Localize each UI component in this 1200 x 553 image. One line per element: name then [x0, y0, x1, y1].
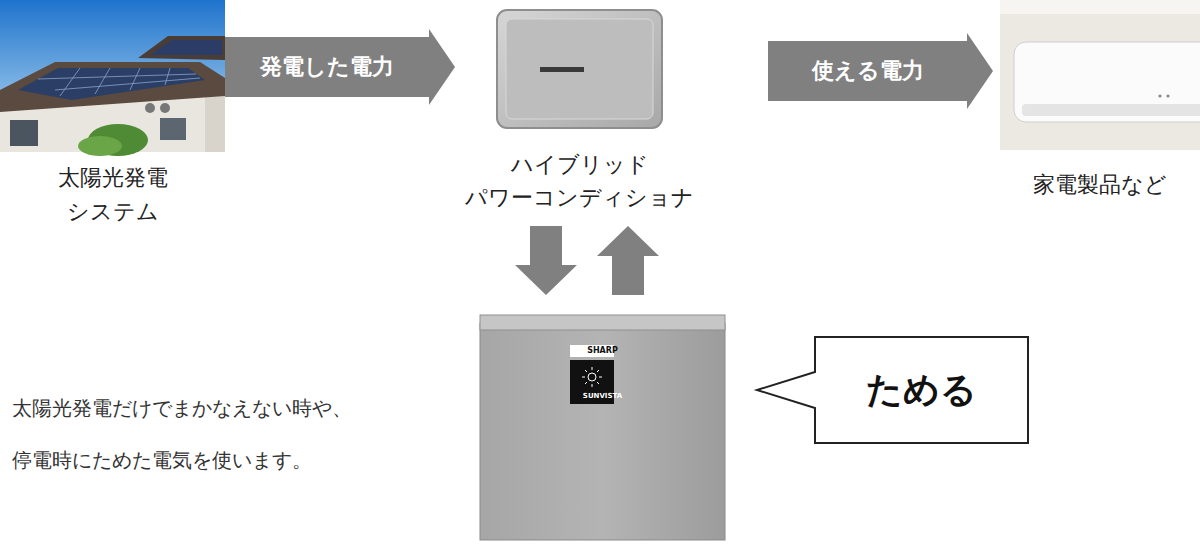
callout-text: ためる	[822, 368, 1022, 412]
pcs-logo	[540, 67, 584, 72]
block-arrow	[515, 226, 577, 295]
solar-panel	[150, 40, 222, 55]
callout-bubble: ためる	[815, 337, 1028, 443]
window	[10, 120, 38, 146]
arrow-label: 発電した電力	[260, 54, 394, 80]
solar-panel	[18, 68, 205, 100]
solar-house-picture	[0, 0, 225, 156]
caption: ハイブリッド パワーコンディショナ	[435, 148, 725, 214]
arrow-label: 使える電力	[812, 58, 924, 84]
vent	[145, 103, 155, 113]
ac-lamp	[1158, 94, 1161, 97]
roof	[0, 62, 225, 112]
battery-lid	[480, 315, 725, 330]
ac-unit	[1014, 42, 1200, 122]
ac-louver	[1022, 104, 1200, 116]
window	[160, 118, 186, 140]
bubble-outline	[815, 337, 1040, 489]
bubble-shape	[757, 337, 1028, 443]
caption: 家電製品など	[1000, 168, 1200, 202]
device-node: ハイブリッド パワーコンディショナ	[497, 10, 662, 128]
bush	[78, 136, 122, 156]
photo-node: 太陽光発電 システム	[0, 0, 225, 152]
house-wall	[205, 90, 225, 152]
sun-icon	[582, 367, 602, 387]
ceiling	[1000, 0, 1200, 14]
block-arrow	[768, 33, 993, 109]
air-conditioner-picture	[1000, 0, 1200, 150]
power-conditioner-picture	[497, 10, 662, 128]
brand-logo: SHARP	[581, 345, 625, 357]
block-arrow	[597, 226, 659, 295]
description-note: 太陽光発電だけでまかなえない時や、 停電時にためた電気を使います。	[12, 382, 482, 486]
pcs-housing	[497, 10, 662, 128]
block-arrow	[225, 29, 455, 105]
battery-picture	[480, 315, 725, 540]
product-logo: SUNVISTA	[581, 391, 625, 401]
caption: 太陽光発電 システム	[28, 161, 198, 229]
battery-node: SHARP SUNVISTA	[480, 315, 725, 540]
pcs-face	[506, 19, 653, 119]
battery-housing	[480, 323, 725, 540]
upper-roof	[138, 36, 225, 60]
panel-grid	[38, 68, 200, 96]
photo-node: 家電製品など	[1000, 10, 1200, 150]
vent	[160, 103, 170, 113]
ac-lamp	[1166, 94, 1169, 97]
